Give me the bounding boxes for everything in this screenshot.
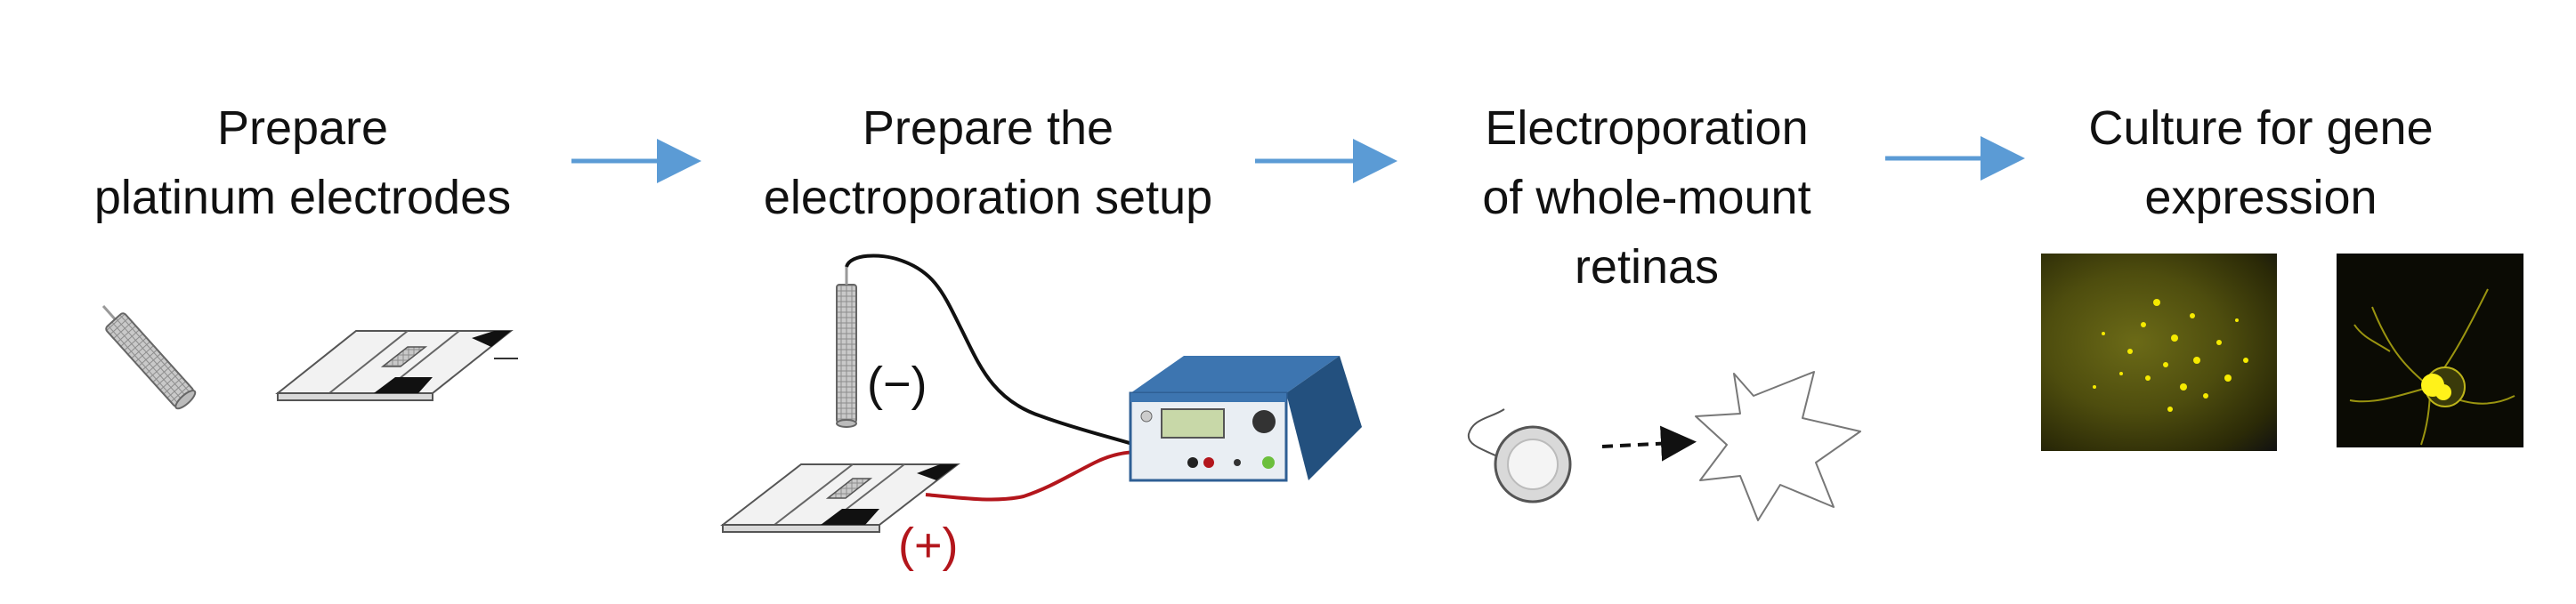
positive-polarity-label: (+) — [898, 519, 959, 572]
electroporator-device-icon — [1129, 356, 1362, 482]
step-title-electroporation: Electroporation of whole-mount retinas — [1482, 101, 1811, 294]
rod-electrode-icon — [101, 305, 197, 410]
microscopy-image-whole-mount — [2041, 254, 2277, 451]
eyeball-icon — [1467, 408, 1572, 503]
microscopy-image-single-cell — [2337, 254, 2523, 447]
step-title-culture: Culture for gene expression — [2088, 101, 2434, 224]
plate-electrode-icon — [275, 330, 518, 401]
dashed-arrow — [1601, 425, 1697, 462]
fluorescent-cells-field — [2093, 299, 2248, 412]
step-title-prepare-electrodes: Prepare platinum electrodes — [93, 101, 512, 224]
flattened-retina-icon — [1695, 371, 1861, 521]
step-title-prepare-setup: Prepare the electroporation setup — [763, 101, 1213, 224]
positive-plate-electrode-icon — [720, 463, 960, 533]
fluorescent-neuron — [2349, 288, 2515, 446]
negative-polarity-label: (−) — [867, 358, 928, 411]
negative-wire — [845, 254, 1185, 464]
negative-rod-electrode-icon — [836, 267, 857, 428]
